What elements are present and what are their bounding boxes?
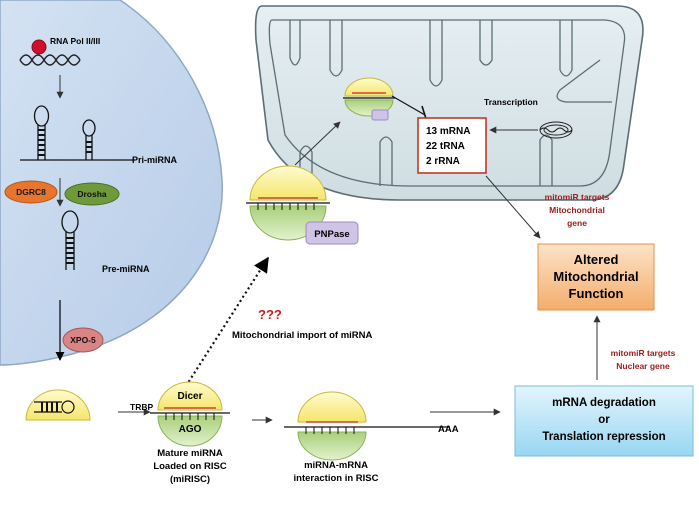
interaction-caption-line1: miRNA-mRNA <box>304 460 368 471</box>
arrow-genes-to-altered <box>485 175 541 239</box>
dgrc8-protein <box>4 180 58 204</box>
interaction-caption-line2: interaction in RISC <box>294 473 379 484</box>
dicer-label: Dicer <box>177 391 202 402</box>
arrow-mito-import <box>185 256 269 387</box>
pre-mirna-structure <box>61 210 79 270</box>
mirna-mrna-complex <box>284 391 450 461</box>
exported-pre-mirna <box>25 389 91 421</box>
xpo5-label: XPO-5 <box>70 335 96 345</box>
risc-caption-line2: Loaded on RISC <box>153 461 227 472</box>
ago-label: AGO <box>179 424 202 435</box>
risc-caption-line1: Mature miRNA <box>157 448 223 459</box>
drosha-protein <box>64 182 120 206</box>
import-label: Mitochondrial import of miRNA <box>232 330 373 341</box>
rna-polymerase <box>31 39 47 55</box>
mito-targets-line1: mitomiR targets <box>545 192 610 202</box>
mito-targets-line3: gene <box>567 218 587 228</box>
pri-mirna-structure <box>20 105 135 161</box>
dna-helix <box>19 54 81 66</box>
drosha-label: Drosha <box>77 189 107 199</box>
polya-label: AAA <box>438 424 459 435</box>
pre-mirna-label: Pre-miRNA <box>102 264 150 274</box>
mito-targets-line2: Mitochondrial <box>549 205 605 215</box>
mito-mirisc <box>343 77 395 121</box>
dgrc8-label: DGRC8 <box>16 187 46 197</box>
xpo5-protein <box>62 327 104 353</box>
degradation-line1: mRNA degradation <box>552 397 656 409</box>
altered-function-box <box>537 243 655 311</box>
pnpase-label: PNPase <box>314 229 349 240</box>
pnpase-box <box>305 221 359 245</box>
degradation-box <box>514 385 694 457</box>
risc-caption-line3: (miRISC) <box>170 474 210 485</box>
degradation-line2: or <box>598 414 610 426</box>
mito-gene-trna: 22 tRNA <box>426 141 465 152</box>
nuclear-targets-line2: Nuclear gene <box>616 361 670 371</box>
altered-line1: Altered <box>574 252 619 267</box>
mito-genes-box <box>417 117 487 174</box>
transcription-label: Transcription <box>484 97 538 107</box>
arrow-pnpase-into-mito <box>294 121 341 166</box>
import-question-label: ??? <box>258 307 282 322</box>
nuclear-targets-line1: mitomiR targets <box>611 348 676 358</box>
degradation-line3: Translation repression <box>542 431 665 443</box>
rna-polymerase-label: RNA Pol II/III <box>50 36 100 46</box>
mitochondrion <box>254 5 644 201</box>
inhibition-line <box>391 95 426 116</box>
nucleus <box>0 0 223 366</box>
altered-line2: Mitochondrial <box>553 269 638 284</box>
trbp-label: TRBP <box>130 402 153 412</box>
mito-gene-rrna: 2 rRNA <box>426 156 460 167</box>
cytoplasmic-risc <box>150 381 230 447</box>
mito-gene-mrna: 13 mRNA <box>426 126 470 137</box>
altered-line3: Function <box>569 286 624 301</box>
mtdna-circle <box>539 121 573 139</box>
pri-mirna-label: Pri-miRNA <box>132 155 178 165</box>
